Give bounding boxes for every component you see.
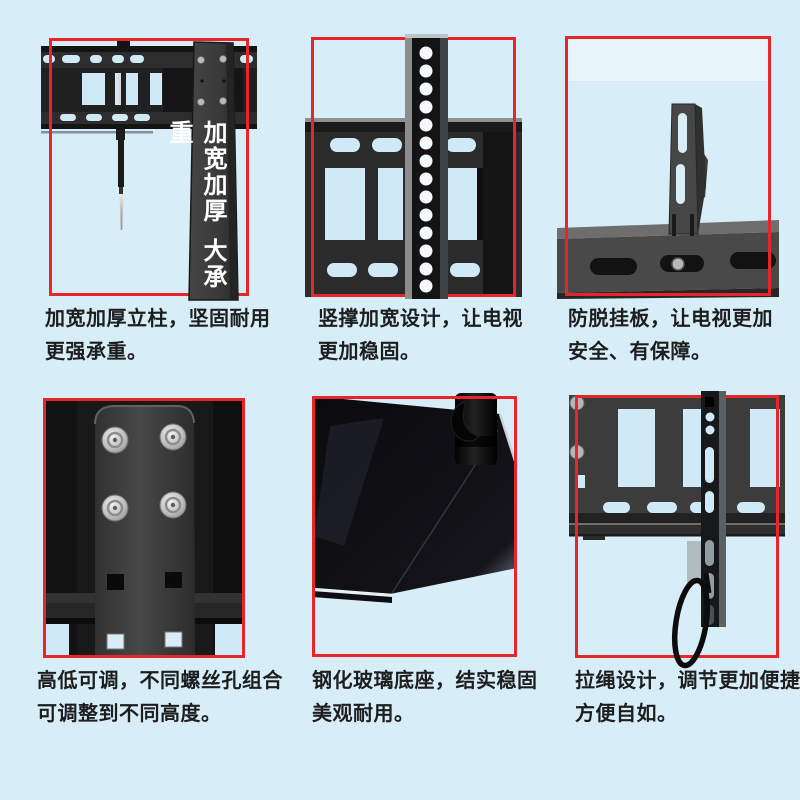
caption-line: 安全、有保障。 xyxy=(568,341,712,363)
product-photo-wide-column xyxy=(41,38,257,301)
caption-wide-column: 加宽加厚立柱，坚固耐用 更强承重。 xyxy=(45,303,271,369)
feature-panel-vertical-support xyxy=(305,34,522,299)
hanging-pin xyxy=(116,129,125,230)
rail-screw xyxy=(671,257,685,271)
caption-line: 更强承重。 xyxy=(45,341,148,363)
overlay-vertical-slogan: 加宽加厚大承重 xyxy=(165,120,226,290)
feature-panel-wide-column: 加宽加厚大承重 xyxy=(41,38,257,301)
caption-line: 方便自如。 xyxy=(575,703,678,725)
red-frame xyxy=(49,38,249,296)
pull-strap xyxy=(671,572,712,669)
red-frame xyxy=(565,36,771,296)
rail-backing xyxy=(687,541,701,583)
caption-line: 可调整到不同高度。 xyxy=(37,703,222,725)
caption-line: 美观耐用。 xyxy=(312,703,415,725)
caption-anti-drop: 防脱挂板，让电视更加 安全、有保障。 xyxy=(568,303,773,369)
feature-panel-height-adjust xyxy=(43,398,245,658)
feature-panel-pull-cord xyxy=(569,391,785,669)
caption-line: 防脱挂板，让电视更加 xyxy=(568,308,773,330)
caption-line: 高低可调，不同螺丝孔组合 xyxy=(37,670,283,692)
perforated-column xyxy=(405,34,448,299)
caption-line: 更加稳固。 xyxy=(318,341,421,363)
caption-vertical-support: 竖撑加宽设计，让电视 更加稳固。 xyxy=(318,303,523,369)
red-frame xyxy=(43,398,245,658)
caption-glass-base: 钢化玻璃底座，结实稳固 美观耐用。 xyxy=(312,665,538,731)
feature-panel-anti-drop xyxy=(557,36,779,299)
caption-line: 拉绳设计，调节更加便捷 xyxy=(575,670,800,692)
wall-plate xyxy=(569,395,785,540)
caption-line: 竖撑加宽设计，让电视 xyxy=(318,308,523,330)
mount-rail xyxy=(557,220,779,299)
adjustable-column xyxy=(94,405,195,658)
hook-bracket xyxy=(668,103,708,236)
product-photo-pull-cord xyxy=(569,391,785,669)
caption-line: 钢化玻璃底座，结实稳固 xyxy=(312,670,538,692)
product-photo-height-adjust xyxy=(43,398,245,658)
stand-pole xyxy=(450,393,497,465)
red-frame xyxy=(312,396,517,657)
product-photo-glass-base xyxy=(312,393,519,657)
pole-clamp xyxy=(450,401,480,442)
reinforced-column xyxy=(188,41,239,301)
caption-line: 加宽加厚立柱，坚固耐用 xyxy=(45,308,271,330)
product-photo-vertical-support xyxy=(305,34,522,299)
caption-height-adjust: 高低可调，不同螺丝孔组合 可调整到不同高度。 xyxy=(37,665,283,731)
feature-panel-glass-base xyxy=(312,393,519,657)
product-photo-anti-drop xyxy=(557,36,779,299)
screws xyxy=(101,423,187,522)
caption-pull-cord: 拉绳设计，调节更加便捷 方便自如。 xyxy=(575,665,800,731)
